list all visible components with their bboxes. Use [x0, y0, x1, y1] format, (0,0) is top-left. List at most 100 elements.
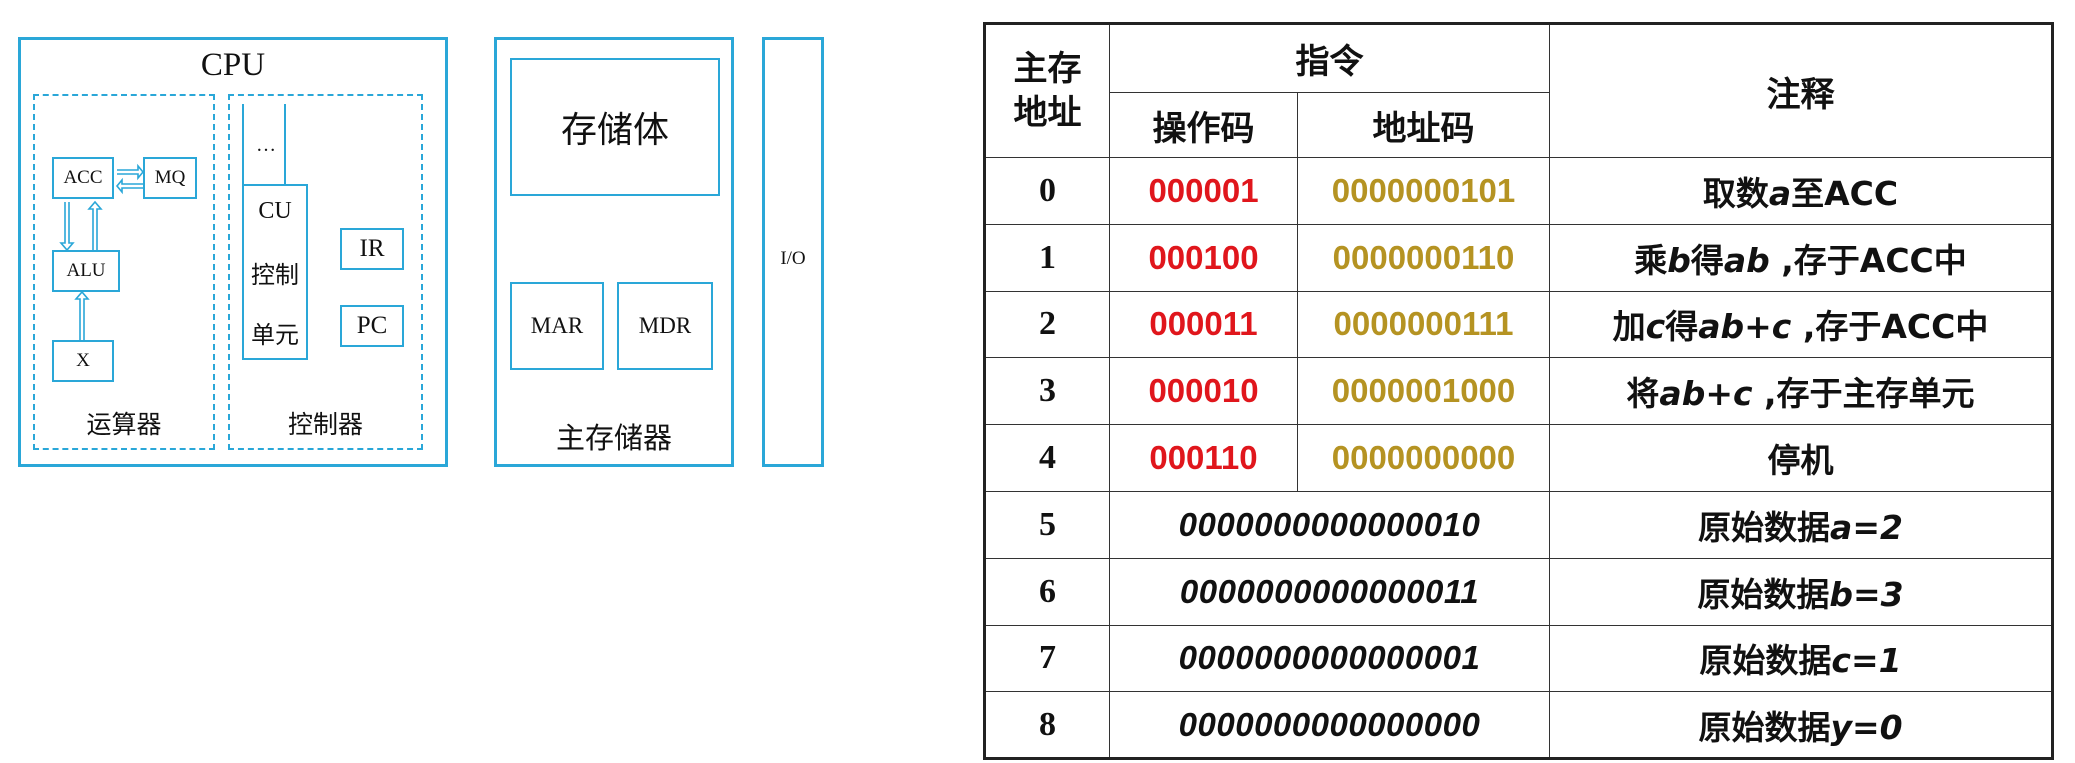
note-text: 乘 [1634, 240, 1668, 280]
address-cell: 8 [984, 691, 1110, 760]
data-value-cell: 0000000000000011 [1109, 557, 1550, 626]
note-text: 原始数据 [1697, 574, 1830, 614]
cu-bus-line-right [284, 104, 286, 184]
note-variable: b=3 [1829, 574, 1904, 614]
note-text: 原始数据 [1699, 641, 1832, 681]
opcode-cell: 000010 [1109, 357, 1298, 426]
cu-label-2: 控制 [251, 263, 299, 289]
note-cell: 原始数据b=3 [1549, 557, 2053, 626]
ir-register: IR [340, 228, 404, 270]
note-variable: ab [1723, 240, 1770, 280]
control-unit-box [228, 94, 423, 450]
address-cell: 7 [984, 624, 1110, 693]
note-text: ,存于ACC中 [1769, 240, 1967, 280]
note-text: 原始数据 [1698, 507, 1831, 547]
note-variable: a=2 [1830, 507, 1903, 547]
data-value-cell: 0000000000000010 [1109, 490, 1550, 559]
note-variable: y=0 [1830, 707, 1903, 747]
note-cell: 停机 [1549, 424, 2053, 492]
main-memory-box [494, 37, 734, 467]
note-text: 停机 [1767, 441, 1834, 481]
addrcode-cell: 0000000000 [1297, 424, 1550, 492]
note-text: 取数 [1702, 173, 1769, 213]
note-variable: c [1645, 307, 1666, 347]
addrcode-cell: 0000000101 [1297, 157, 1550, 225]
cu-label-1: CU [258, 198, 292, 224]
mar-register: MAR [510, 282, 604, 370]
note-text: ,存于ACC中 [1791, 307, 1989, 347]
header-addrcode: 地址码 [1297, 92, 1550, 158]
alu-box: ALU [52, 250, 120, 292]
note-cell: 乘b得ab ,存于ACC中 [1549, 223, 2053, 292]
opcode-cell: 000001 [1109, 157, 1298, 225]
mq-register: MQ [143, 157, 197, 199]
header-address-text: 主存 地址 [1013, 49, 1082, 133]
mdr-register: MDR [617, 282, 713, 370]
arithmetic-unit-label: 运算器 [86, 412, 162, 439]
acc-register: ACC [52, 157, 114, 199]
io-box [762, 37, 824, 467]
note-text: 加 [1612, 307, 1646, 347]
memory-body-box: 存储体 [510, 58, 720, 196]
note-cell: 取数a至ACC [1549, 157, 2053, 225]
cu-bus-line-left [242, 104, 244, 184]
memory-body-label: 存储体 [560, 110, 669, 150]
addrcode-cell: 0000000111 [1297, 290, 1550, 359]
addrcode-cell: 0000001000 [1297, 357, 1550, 426]
address-cell: 1 [984, 223, 1110, 292]
cu-box [242, 184, 308, 360]
address-cell: 3 [984, 357, 1110, 426]
address-cell: 0 [984, 157, 1110, 225]
header-instruction: 指令 [1109, 23, 1550, 93]
header-opcode: 操作码 [1109, 92, 1298, 158]
note-cell: 原始数据y=0 [1549, 691, 2053, 760]
note-text: ,存于主存单元 [1752, 374, 1975, 414]
note-cell: 原始数据a=2 [1549, 490, 2053, 559]
header-address: 主存 地址 [984, 23, 1110, 158]
note-text: 原始数据 [1698, 707, 1831, 747]
note-text: 得 [1665, 307, 1699, 347]
address-cell: 4 [984, 424, 1110, 492]
data-value-cell: 0000000000000001 [1109, 624, 1550, 693]
cpu-box [18, 37, 448, 467]
note-variable: ab+c [1659, 374, 1753, 414]
opcode-cell: 000011 [1109, 290, 1298, 359]
datapath-arrows [59, 163, 145, 340]
control-unit-label: 控制器 [287, 412, 363, 439]
arithmetic-unit-box [33, 94, 215, 450]
cpu-title: CPU [200, 47, 266, 83]
opcode-cell: 000110 [1109, 424, 1298, 492]
note-cell: 加c得ab+c ,存于ACC中 [1549, 290, 2053, 359]
note-text: 得 [1690, 240, 1724, 280]
x-register: X [52, 340, 114, 382]
addrcode-cell: 0000000110 [1297, 223, 1550, 292]
note-cell: 将ab+c ,存于主存单元 [1549, 357, 2053, 426]
note-cell: 原始数据c=1 [1549, 624, 2053, 693]
opcode-cell: 000100 [1109, 223, 1298, 292]
main-memory-label: 主存储器 [555, 423, 672, 455]
data-value-cell: 0000000000000000 [1109, 691, 1550, 760]
address-cell: 6 [984, 557, 1110, 626]
address-cell: 2 [984, 290, 1110, 359]
note-variable: ab+c [1698, 307, 1792, 347]
io-label: I/O [780, 248, 806, 269]
pc-register: PC [340, 305, 404, 347]
address-cell: 5 [984, 490, 1110, 559]
cu-dots: … [256, 134, 276, 156]
note-variable: a [1768, 173, 1792, 213]
note-variable: c=1 [1831, 641, 1902, 681]
note-text: 将 [1626, 374, 1660, 414]
header-note: 注释 [1549, 23, 2053, 158]
note-text: 至ACC [1791, 173, 1899, 213]
cu-label-3: 单元 [251, 323, 299, 349]
